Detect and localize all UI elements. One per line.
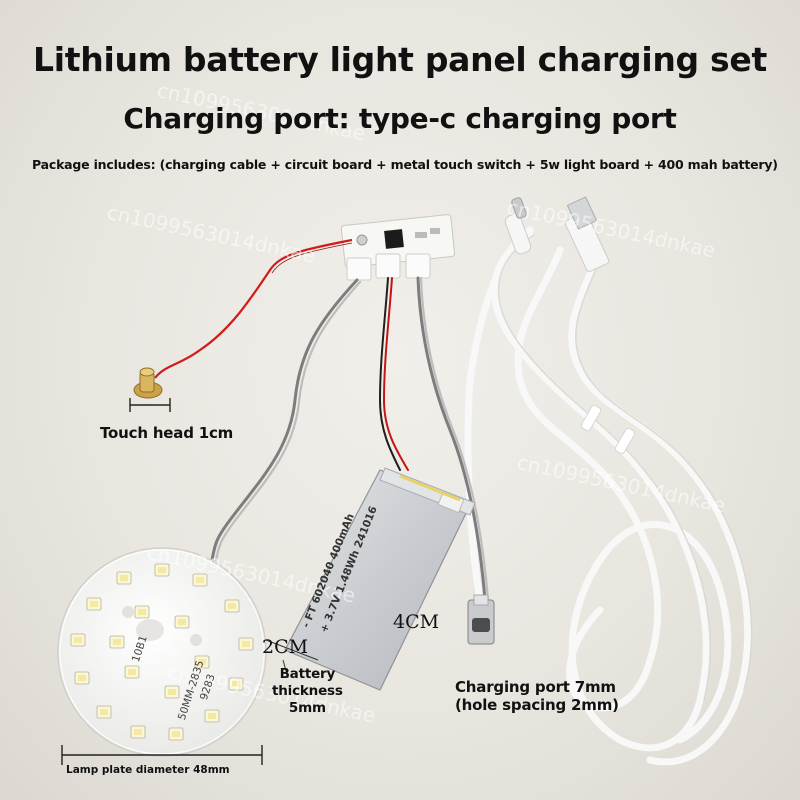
led-phosphor [128, 669, 136, 675]
battery-thickness-label: Battery thickness 5mm [272, 666, 343, 716]
led-phosphor [208, 713, 216, 719]
charging-cable [464, 226, 752, 766]
lamp-plate [57, 547, 267, 757]
charging-cable-shadow [497, 234, 753, 701]
charging-port-label: Charging port 7mm (hole spacing 2mm) [455, 678, 619, 714]
circuit-board [340, 214, 456, 281]
led-phosphor [198, 659, 206, 665]
page-subtitle: Charging port: type-c charging port [123, 102, 677, 135]
led-phosphor [74, 637, 82, 643]
lamp-plate-label: Lamp plate diameter 48mm [66, 764, 230, 776]
led-phosphor [168, 689, 176, 695]
led-phosphor [90, 601, 98, 607]
dimension-4cm: 4CM [393, 611, 440, 633]
charging-port [467, 594, 495, 645]
usb-c-connector [504, 197, 532, 255]
led-phosphor [134, 729, 142, 735]
led-phosphor [113, 639, 121, 645]
led-phosphor [78, 675, 86, 681]
led-phosphor [196, 577, 204, 583]
touch-wire [154, 238, 353, 379]
led-phosphor [232, 681, 240, 687]
dimension-2cm: 2CM [262, 636, 309, 658]
led-phosphor [138, 609, 146, 615]
led-phosphor [100, 709, 108, 715]
led-phosphor [120, 575, 128, 581]
led-phosphor [158, 567, 166, 573]
touch-head [133, 367, 163, 399]
page-title: Lithium battery light panel charging set [33, 40, 767, 79]
led-phosphor [228, 603, 236, 609]
led-chips [70, 563, 254, 741]
battery [284, 467, 476, 691]
touch-head-label: Touch head 1cm [100, 424, 234, 442]
led-phosphor [242, 641, 250, 647]
usb-a-connector [564, 196, 610, 272]
led-phosphor [178, 619, 186, 625]
package-contents: Package includes: (charging cable + circ… [32, 157, 778, 172]
led-phosphor [172, 731, 180, 737]
